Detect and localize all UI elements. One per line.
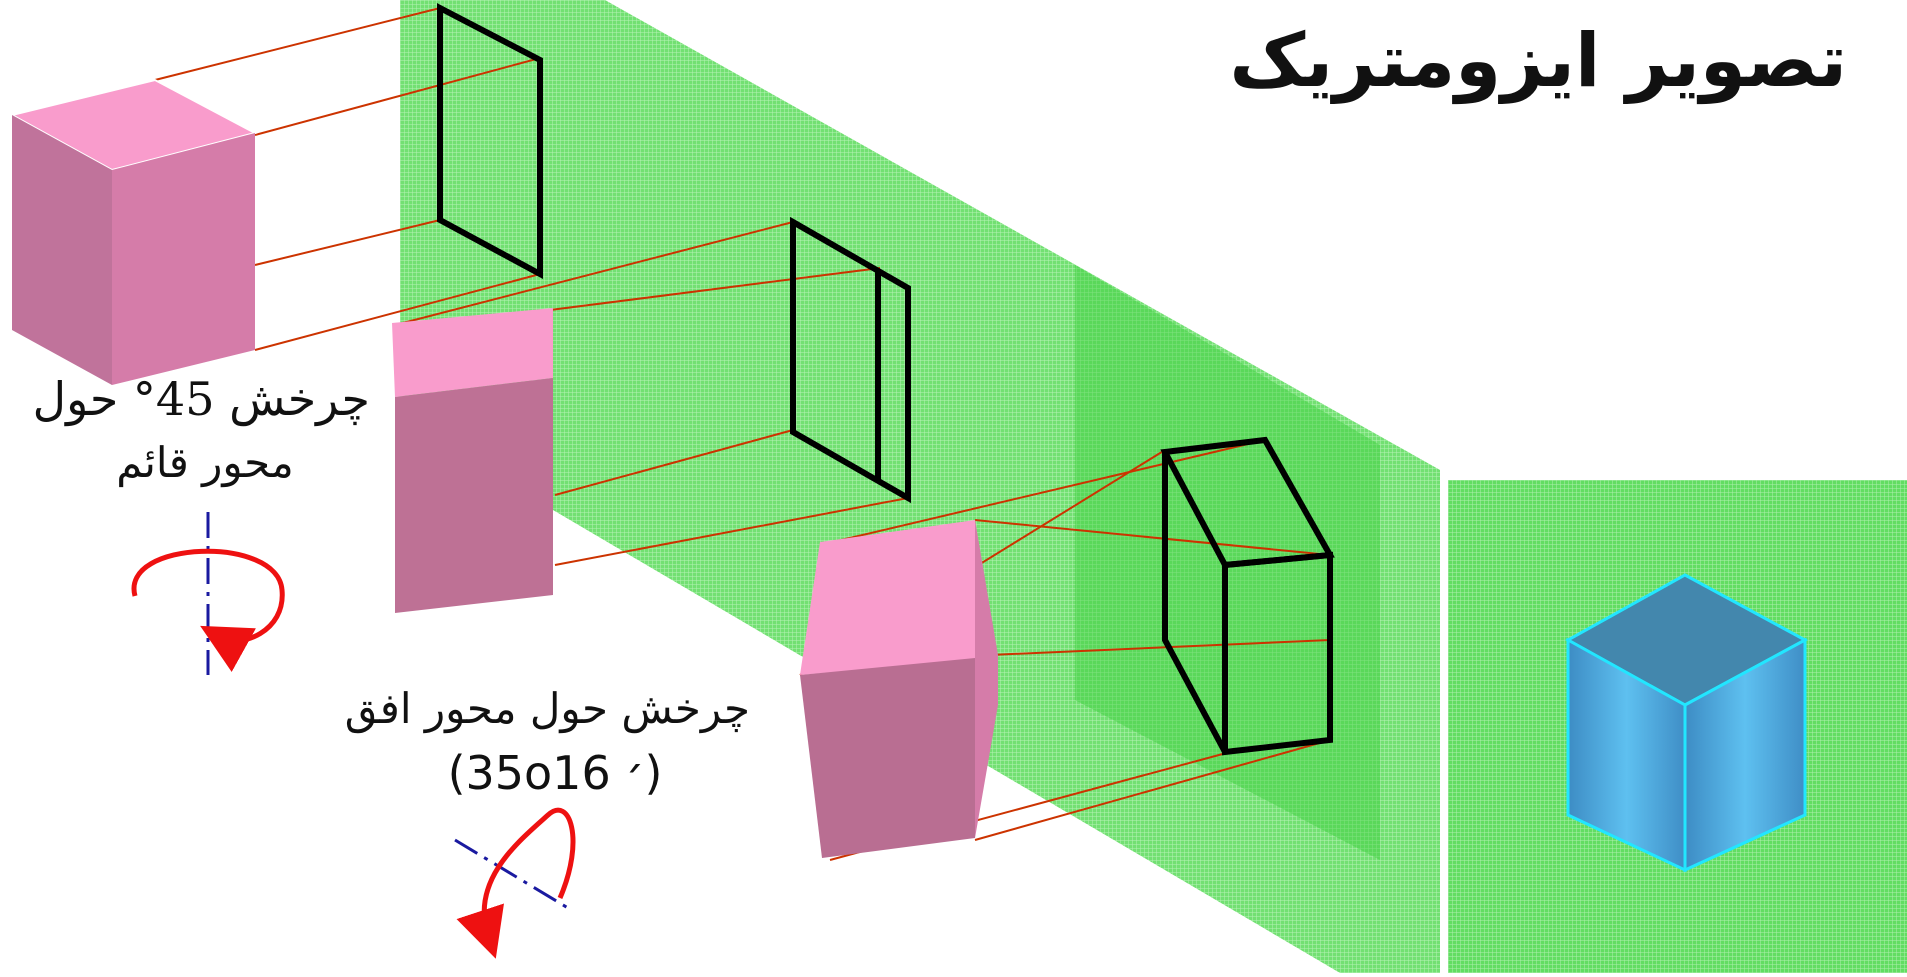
projection-2	[790, 216, 911, 504]
projection-3	[1160, 436, 1335, 756]
page-title: تصویر ایزومتریک	[1229, 18, 1847, 104]
projection-lines	[154, 7, 1331, 861]
cube-rotated-horizontal	[800, 520, 998, 858]
projection-plane	[400, 0, 1440, 973]
caption-horizontal-angle: (35o16 ׳)	[447, 746, 663, 800]
cube-front	[9, 78, 258, 385]
rotation-arrow-icon	[456, 807, 576, 959]
caption-vertical-rotation: چرخش 45° حول	[32, 372, 370, 426]
projection-1	[437, 3, 543, 280]
cube-rotated-vertical	[392, 308, 553, 613]
rotation-arrow-icon	[131, 548, 285, 672]
horizontal-axis-icon	[454, 838, 569, 910]
isometric-cube	[1564, 573, 1809, 873]
caption-horizontal-rotation: چرخش حول محور افق	[344, 684, 750, 733]
caption-vertical-axis: محور قائم	[116, 438, 294, 487]
